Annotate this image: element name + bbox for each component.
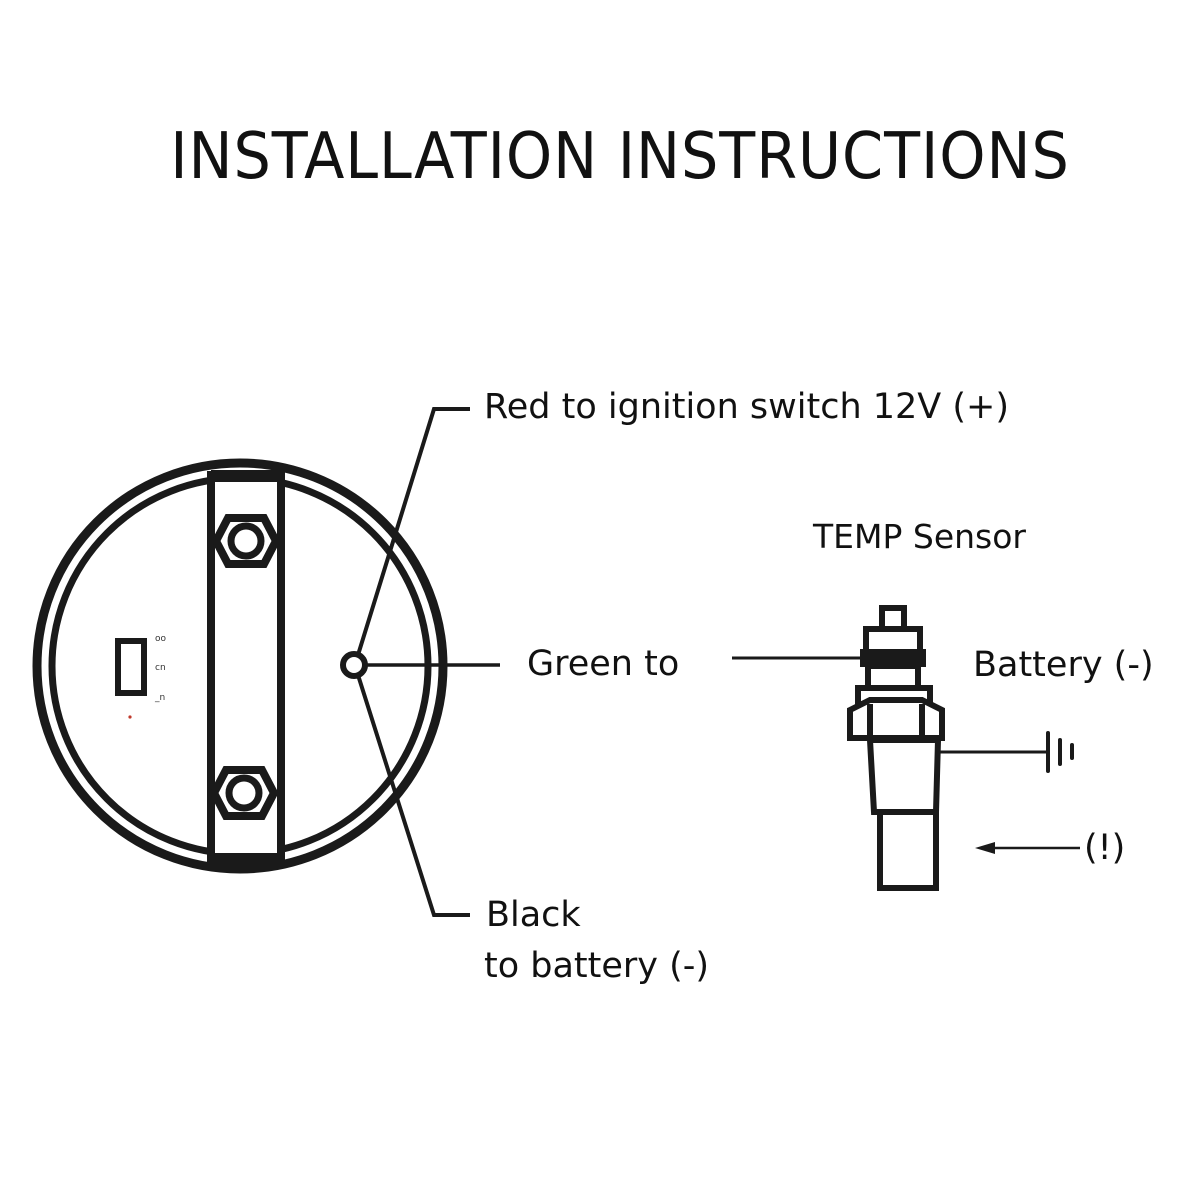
black-wire-label: Black: [486, 895, 581, 935]
temp-sensor-icon: [847, 605, 945, 891]
switch-icon: oo cn _n: [115, 634, 167, 719]
ground-icon: [1046, 731, 1074, 773]
gauge-terminal: [340, 407, 500, 917]
svg-text:oo: oo: [155, 634, 167, 644]
svg-text:_n: _n: [154, 693, 165, 703]
arrow-left-icon: [975, 842, 1080, 854]
page-title: INSTALLATION INSTRUCTIONS: [170, 120, 1070, 194]
sensor-wires: [732, 656, 1046, 754]
warning-label: (!): [1084, 828, 1126, 868]
nut-top-icon: [211, 514, 281, 568]
nut-bottom-icon: [209, 766, 279, 820]
black-wire-label-line2: to battery (-): [484, 946, 710, 986]
red-wire-label: Red to ignition switch 12V (+): [484, 387, 1009, 427]
green-wire-label: Green to: [527, 644, 680, 684]
battery-negative-label: Battery (-): [973, 645, 1154, 685]
temp-sensor-title: TEMP Sensor: [813, 517, 1026, 556]
svg-text:cn: cn: [155, 663, 166, 673]
